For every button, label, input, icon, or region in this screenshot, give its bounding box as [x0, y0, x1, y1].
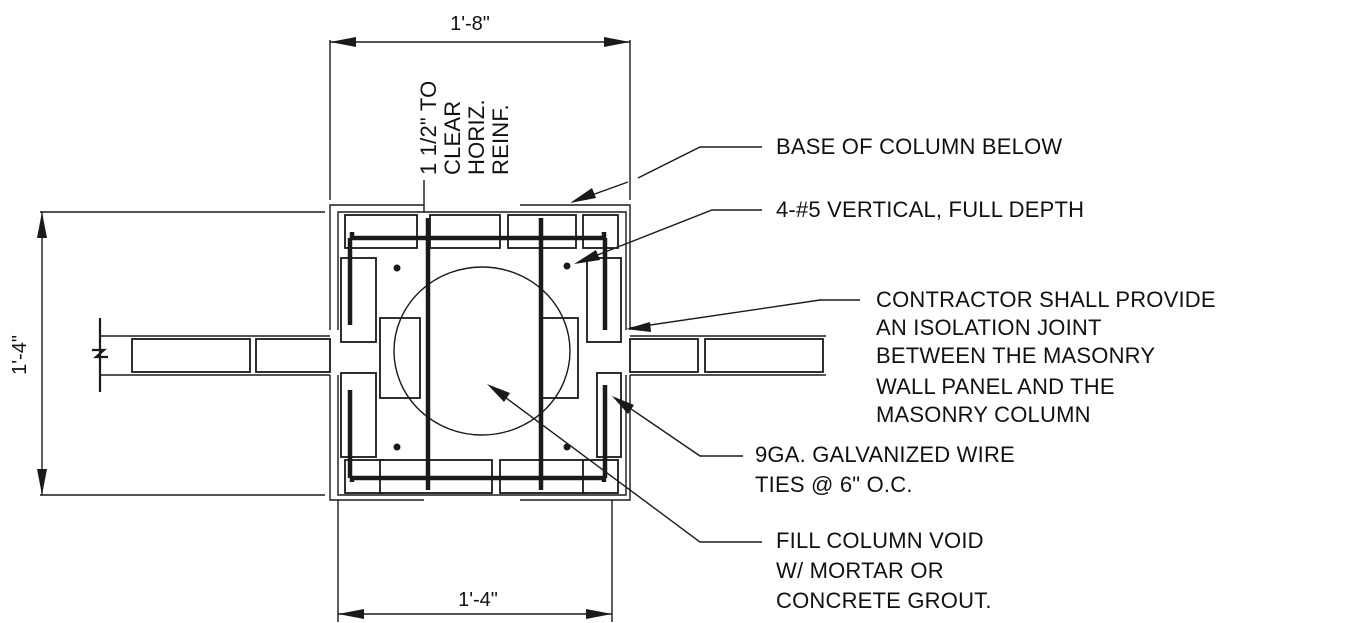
top-dimension-arrow-left — [330, 37, 356, 47]
bottom-dimension-arrow-right — [586, 609, 612, 619]
callout-isolation-joint-line-4: WALL PANEL AND THE — [876, 374, 1115, 399]
top-dimension-label: 1'-8" — [450, 13, 490, 35]
wall-panel-left — [92, 318, 331, 392]
leader-line — [576, 209, 762, 264]
masonry-unit — [429, 214, 501, 249]
clearance-note-line-1: 1 1/2" TO — [416, 81, 441, 175]
masonry-unit — [629, 338, 699, 373]
leader-line — [614, 397, 743, 457]
leader-arrow — [574, 250, 600, 264]
masonry-column-units — [340, 214, 622, 494]
vertical-bar-dot — [393, 443, 401, 451]
column-outline-bottom-left — [329, 375, 424, 501]
masonry-unit — [582, 214, 619, 249]
left-dimension-arrow-top — [37, 212, 47, 238]
bottom-dimension-arrow-left — [338, 609, 364, 619]
column-void-circle — [393, 266, 571, 436]
masonry-unit — [344, 214, 418, 249]
wire-tie-top — [349, 232, 607, 241]
callout-wire-ties-line-2: TIES @ 6" O.C. — [755, 472, 913, 497]
leader-isolation-joint — [626, 299, 860, 332]
left-dimension-label: 1'-4" — [9, 335, 31, 375]
leader-arrow — [626, 322, 651, 332]
callout-vertical-bars: 4-#5 VERTICAL, FULL DEPTH — [776, 197, 1084, 222]
callout-fill-void-line-3: CONCRETE GROUT. — [776, 588, 992, 613]
column-inner-outline-top — [337, 211, 627, 330]
masonry-unit — [539, 317, 579, 399]
callout-isolation-joint-line-2: AN ISOLATION JOINT — [876, 315, 1102, 340]
masonry-unit — [596, 372, 622, 458]
leader-base-of-column — [570, 146, 762, 203]
clearance-note-line-4: REINF. — [488, 104, 513, 175]
leader-fill-void — [487, 384, 762, 543]
leader-arrow — [612, 396, 634, 414]
leader-arrow — [570, 188, 596, 203]
callout-base-of-column: BASE OF COLUMN BELOW — [776, 134, 1062, 159]
masonry-unit — [379, 317, 421, 399]
column-inner-outline-bottom — [337, 375, 627, 496]
leader-line — [637, 146, 762, 179]
callout-fill-void-line-1: FILL COLUMN VOID — [776, 528, 984, 553]
vertical-bar-dot — [393, 264, 401, 272]
leader-arrow — [487, 384, 510, 402]
top-dimension-arrow-right — [604, 37, 630, 47]
masonry-unit — [704, 338, 824, 373]
bottom-dimension-label: 1'-4" — [458, 589, 498, 611]
clearance-note-line-3: HORIZ. — [464, 99, 489, 175]
column-outline — [329, 204, 631, 501]
masonry-unit — [340, 372, 377, 458]
vertical-bar-dot — [563, 262, 571, 270]
leader-line — [629, 299, 860, 329]
clearance-note-line-2: CLEAR — [440, 101, 465, 175]
callout-isolation-joint-line-1: CONTRACTOR SHALL PROVIDE — [876, 287, 1216, 312]
callout-fill-void-line-2: W/ MORTAR OR — [776, 558, 944, 583]
wall-panel-right — [629, 335, 826, 376]
leader-wire-ties — [612, 396, 743, 457]
leader-line — [489, 385, 762, 543]
wire-tie-bottom — [349, 475, 607, 482]
column-outline-bottom-right — [520, 375, 631, 501]
break-line-symbol — [92, 348, 108, 359]
left-dimension-arrow-bottom — [37, 469, 47, 495]
callout-isolation-joint-line-5: MASONRY COLUMN — [876, 402, 1091, 427]
masonry-unit — [340, 257, 377, 343]
top-dimension: 1'-8" — [329, 13, 631, 200]
callout-isolation-joint-line-3: BETWEEN THE MASONRY — [876, 343, 1155, 368]
column-outline-top-left — [329, 204, 424, 330]
masonry-unit — [131, 338, 251, 373]
masonry-unit — [255, 338, 331, 373]
leader-vertical-bars — [574, 209, 762, 264]
callout-wire-ties-line-1: 9GA. GALVANIZED WIRE — [755, 442, 1015, 467]
column-outline-top-right — [520, 204, 631, 330]
left-dimension: 1'-4" — [9, 211, 325, 496]
bottom-dimension: 1'-4" — [337, 500, 613, 622]
clearance-note: 1 1/2" TO CLEAR HORIZ. REINF. — [416, 81, 513, 175]
